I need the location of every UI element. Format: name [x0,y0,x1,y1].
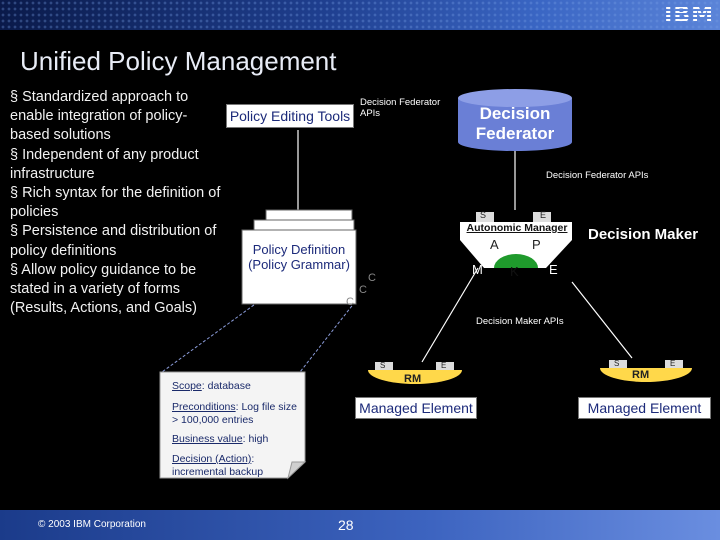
am-knowledge-label: K [510,264,519,279]
note-decision-value: : incremental backup [172,453,264,478]
note-fold [287,461,307,480]
bullet-item: § Rich syntax for the definition of poli… [10,185,221,221]
connector-line [421,267,479,363]
managed-element-2: Managed Element [578,397,711,419]
federator-cylinder-top [458,89,572,107]
am-knowledge-dome [494,254,538,268]
decision-federator-label: Decision Federator [475,104,555,143]
bullet-item: § Allow policy guidance to be stated in … [10,261,197,317]
rm2-effector-label: E [670,359,676,368]
bullet-list: § Standardized approach to enable integr… [10,88,225,318]
note-callout-line [299,301,356,373]
am-effector-box [533,212,551,222]
bullet-item: § Standardized approach to enable integr… [10,89,189,144]
am-body [460,222,572,268]
am-analyze-label: A [490,237,499,252]
am-sensor-label: S [480,210,487,220]
note-decision-label: Decision (Action) [172,453,252,465]
stack-fragment: C [368,272,376,284]
decision-maker-label: Decision Maker [588,226,699,243]
rm2-label: RM [632,369,650,381]
stack-fragment: C [346,296,354,308]
rm2-effector-box [665,360,683,368]
footer-bar [0,510,720,540]
rm1-sensor-box [375,362,393,370]
am-monitor-label: M [472,262,483,277]
am-execute-label: E [549,262,558,277]
note-decision: Decision (Action): incremental backup [172,453,284,478]
note-scope: Scope: database [172,380,302,393]
rm2-body [600,368,692,382]
slide-title: Unified Policy Management [20,46,337,76]
federator-cylinder-body [458,98,572,151]
banner-pattern [0,0,720,30]
policy-editing-tools-box: Policy Editing Tools [226,104,354,128]
page-number: 28 [338,517,354,533]
ibm-logo: IBM [664,3,714,28]
rm1-label: RM [404,373,422,385]
stack-fragment: C [359,284,367,296]
top-banner [0,0,720,30]
federator-apis-top-label: Decision Federator APIs [360,97,441,119]
rm2-sensor-label: S [614,359,620,368]
managed-element-1: Managed Element [355,397,477,419]
note-preconditions: Preconditions: Log file size > 100,000 e… [172,401,304,426]
am-plan-label: P [532,237,541,252]
note-scope-value: : database [201,380,251,392]
note-callout-line [161,301,259,373]
note-business-value: Business value: high [172,433,302,446]
bullet-item: § Independent of any product infrastruct… [10,146,199,182]
decision-maker-apis-label: Decision Maker APIs [476,316,564,327]
federator-apis-right-label: Decision Federator APIs [546,170,649,181]
am-effector-label: E [540,210,547,220]
note-business-value-label: Business value [172,433,243,445]
am-sensor-box [476,212,494,222]
rm1-sensor-label: S [380,361,386,370]
policy-page-front [241,229,357,305]
rm2-sensor-box [609,360,627,368]
policy-definition-text: Policy Definition (Policy Grammar) [248,242,350,272]
rm1-effector-label: E [441,361,447,370]
note-preconditions-value: : Log file size > 100,000 entries [172,401,297,426]
rm1-effector-box [436,362,454,370]
bullet-item: § Persistence and distribution of policy… [10,223,217,259]
autonomic-manager-label: Autonomic Manager [466,222,568,234]
copyright-text: © 2003 IBM Corporation [38,519,146,530]
note-scope-label: Scope [172,380,202,392]
note-preconditions-label: Preconditions [172,401,236,413]
connector-line [571,281,633,359]
note-business-value-value: : high [242,433,269,445]
rm1-body [368,370,462,384]
